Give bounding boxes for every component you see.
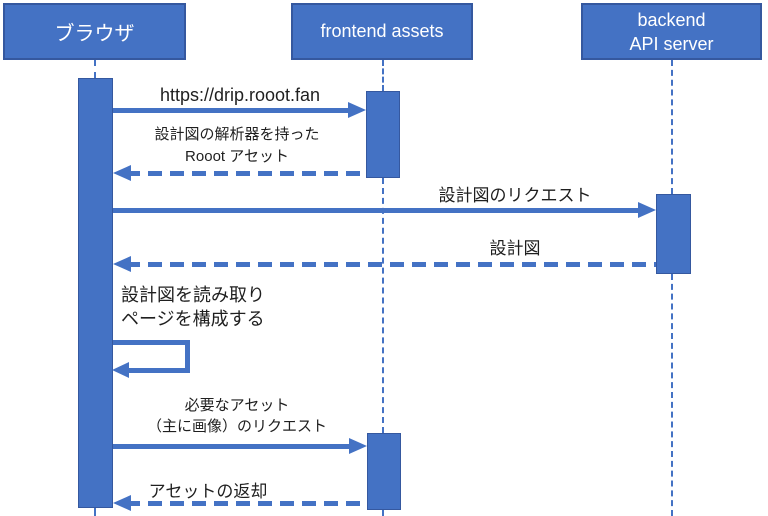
frontend-lifeline-top <box>382 60 384 91</box>
activation-bar-backend <box>656 194 691 274</box>
arrow-line <box>126 262 656 267</box>
message-label-line1: 設計図の解析器を持った <box>154 126 320 143</box>
actor-box-frontend-assets: frontend assets <box>291 3 473 60</box>
message-arrow-blueprint-return <box>113 256 656 272</box>
message-label-assets-request: 必要なアセット （主に画像）のリクエスト <box>117 395 357 437</box>
backend-lifeline-top <box>671 60 673 194</box>
message-label-rooot-asset-return: 設計図の解析器を持った Rooot アセット <box>112 124 362 168</box>
message-arrow-url-request <box>113 102 366 118</box>
actor-label-backend-line1: backend <box>637 9 706 30</box>
message-label-line2: ページを構成する <box>121 309 265 329</box>
actor-label-browser: ブラウザ <box>54 23 135 45</box>
actor-box-browser: ブラウザ <box>3 3 186 60</box>
arrow-line <box>113 208 643 213</box>
message-label-assets-return: アセットの返却 <box>148 482 268 501</box>
browser-lifeline-bottom <box>94 508 96 516</box>
message-label-line1: 設計図を読み取り <box>121 285 265 305</box>
message-label-line1: 必要なアセット <box>184 397 290 414</box>
arrowhead-right-icon <box>638 202 656 218</box>
frontend-lifeline-bottom <box>382 510 384 516</box>
arrowhead-left-icon <box>113 256 131 272</box>
frontend-lifeline-middle <box>382 178 384 433</box>
self-loop-bottom-segment <box>128 368 190 373</box>
message-label-line2: （主に画像）のリクエスト <box>146 418 327 435</box>
arrowhead-right-icon <box>348 102 366 118</box>
self-loop-top-segment <box>113 340 190 345</box>
message-label-self-process: 設計図を読み取り ページを構成する <box>121 283 351 331</box>
self-loop-right-segment <box>185 340 190 373</box>
message-arrow-rooot-asset-return <box>113 165 366 181</box>
message-label-line2: Rooot アセット <box>185 148 289 165</box>
arrow-line <box>113 108 353 113</box>
browser-lifeline-top <box>94 60 96 78</box>
message-label-url-request: https://drip.rooot.fan <box>159 85 321 105</box>
backend-lifeline-bottom <box>671 274 673 516</box>
message-arrow-blueprint-request <box>113 202 656 218</box>
actor-label-frontend-assets: frontend assets <box>320 21 444 41</box>
arrowhead-left-icon <box>112 362 129 378</box>
activation-bar-browser <box>78 78 113 508</box>
arrow-line <box>126 171 366 176</box>
message-arrow-assets-return <box>113 495 367 511</box>
arrow-line <box>113 444 354 449</box>
arrowhead-left-icon <box>113 165 131 181</box>
actor-label-backend-line2: API server <box>629 33 714 54</box>
activation-bar-frontend-2 <box>367 433 401 510</box>
activation-bar-frontend-1 <box>366 91 400 178</box>
actor-box-backend-api-server: backend API server <box>581 3 762 60</box>
message-label-blueprint-request: 設計図のリクエスト <box>438 186 592 205</box>
arrow-line <box>126 501 367 506</box>
message-label-blueprint-return: 設計図 <box>489 239 541 258</box>
message-arrow-assets-request <box>113 438 367 454</box>
arrowhead-right-icon <box>349 438 367 454</box>
arrowhead-left-icon <box>113 495 131 511</box>
